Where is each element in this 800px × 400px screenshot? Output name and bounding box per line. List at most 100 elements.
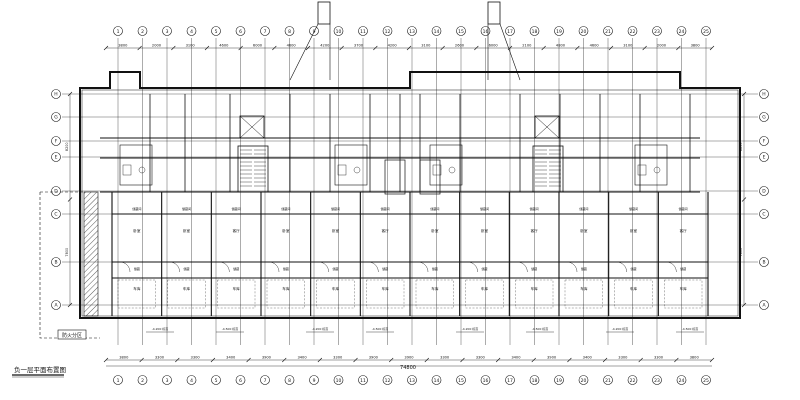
axis-label-left: D <box>54 189 58 195</box>
axis-label-right: B <box>762 260 765 266</box>
dim-left-outer-tick <box>67 197 73 202</box>
axis-label-bottom: 19 <box>556 378 562 384</box>
parking-space <box>664 279 703 309</box>
axis-bubble-top <box>627 26 638 36</box>
room-name: 客厅 <box>233 228 241 233</box>
parking-space <box>465 279 504 309</box>
dim-top-tick <box>541 45 546 51</box>
parking-space <box>564 279 603 309</box>
dim-bottom-text: 3300 <box>618 356 628 360</box>
axis-label-bottom: 7 <box>264 378 267 384</box>
dim-bottom-tick <box>353 357 358 363</box>
axis-bubble-bottom <box>456 375 466 385</box>
dim-bottom-text: 3400 <box>583 356 593 360</box>
room-name: 卧室 <box>332 228 340 233</box>
fixture <box>138 166 146 174</box>
dim-bottom-text: 3900 <box>547 356 557 360</box>
door-swing <box>268 261 280 273</box>
axis-label-top: 22 <box>630 29 636 35</box>
dim-bottom-text: 3900 <box>404 356 414 360</box>
axis-label-top: 10 <box>336 29 342 35</box>
fixture <box>432 164 442 176</box>
axis-bubble-left <box>51 300 61 310</box>
axis-bubble-top <box>113 26 123 36</box>
parking-space <box>316 279 355 309</box>
hatched-ramp <box>83 191 99 317</box>
axis-bubble-bottom <box>554 375 564 385</box>
room-subname: 储藏间 <box>132 206 141 211</box>
axis-label-bottom: 22 <box>630 378 636 384</box>
axis-bubble-top <box>505 26 515 36</box>
axis-label-bottom: 18 <box>532 378 538 384</box>
axis-bubble-top <box>309 26 319 36</box>
axis-label-right: C <box>762 212 765 218</box>
dim-top-text: 6000 <box>489 44 499 48</box>
axis-bubble-left <box>51 112 61 122</box>
room-name-lower: 车库 <box>282 286 290 291</box>
room-subname-lower: 储藏 <box>630 266 636 271</box>
room-name-lower: 车库 <box>133 286 141 291</box>
axis-bubble-bottom <box>235 375 246 385</box>
shaft-box <box>384 159 406 195</box>
axis-label-left: F <box>55 139 58 145</box>
room-subname-lower: 储藏 <box>680 266 686 271</box>
axis-label-top: 11 <box>360 29 366 35</box>
dim-top-text: 2000 <box>657 44 667 48</box>
dim-top-text: 3800 <box>691 44 701 48</box>
axis-label-top: 2 <box>141 29 144 35</box>
axis-bubble-bottom <box>505 375 515 385</box>
axis-bubble-left <box>51 152 61 162</box>
room-name: 卧室 <box>431 228 439 233</box>
dim-top-tick <box>373 45 378 51</box>
axis-label-bottom: 24 <box>679 378 685 384</box>
dim-top-text: 4200 <box>388 44 398 48</box>
axis-label-right: F <box>763 139 766 145</box>
axis-bubble-bottom <box>652 375 662 385</box>
dim-right-outer-tick <box>741 91 747 97</box>
room-subname-lower: 储藏 <box>233 266 239 271</box>
dim-top-tick <box>709 45 715 51</box>
axis-bubble-top <box>137 26 148 36</box>
room-name: 卧室 <box>630 228 638 233</box>
axis-bubble-top <box>554 26 564 36</box>
room-subname-lower: 储藏 <box>531 266 537 271</box>
axis-label-right: G <box>762 115 766 121</box>
dim-top-tick <box>305 45 311 51</box>
room-name: 卧室 <box>580 228 588 233</box>
axis-label-top: 18 <box>532 29 538 35</box>
room-name-lower: 车库 <box>680 286 688 291</box>
stair-box <box>532 145 564 193</box>
room-subname-lower: 储藏 <box>432 266 438 271</box>
axis-label-top: 23 <box>654 29 660 35</box>
room-subname-lower: 储藏 <box>134 266 140 271</box>
axis-bubble-bottom <box>529 375 540 385</box>
door-swing <box>119 261 131 273</box>
axis-label-bottom: 5 <box>215 378 218 384</box>
shaft-lines-right <box>487 23 521 81</box>
room-name-lower: 车库 <box>531 286 539 291</box>
axis-bubble-bottom <box>358 375 368 385</box>
parking-space <box>117 279 156 309</box>
axis-bubble-top <box>603 26 613 36</box>
dim-top-tick <box>642 45 647 51</box>
door-swing <box>368 261 379 273</box>
axis-label-top: 6 <box>239 29 242 35</box>
parking-space <box>366 279 405 309</box>
dim-bottom-text: 3400 <box>297 356 307 360</box>
axis-bubble-left <box>51 209 61 219</box>
dim-bottom-text: 3800 <box>690 356 700 360</box>
door-swing <box>517 261 528 273</box>
axis-bubble-right <box>759 136 769 146</box>
room-subname: 储藏间 <box>679 206 688 211</box>
room-subname: 储藏间 <box>530 206 539 211</box>
room-name: 客厅 <box>680 228 688 233</box>
fixture <box>637 164 647 176</box>
axis-bubble-bottom <box>480 375 491 385</box>
room-subname-lower: 储藏 <box>382 266 388 271</box>
room-name-lower: 车库 <box>382 286 390 291</box>
dim-bottom-tick <box>674 357 679 363</box>
room-name-lower: 车库 <box>481 286 489 291</box>
room-subname: 储藏间 <box>579 206 588 211</box>
axis-label-top: 3 <box>166 29 169 35</box>
dim-top-tick <box>238 45 243 51</box>
